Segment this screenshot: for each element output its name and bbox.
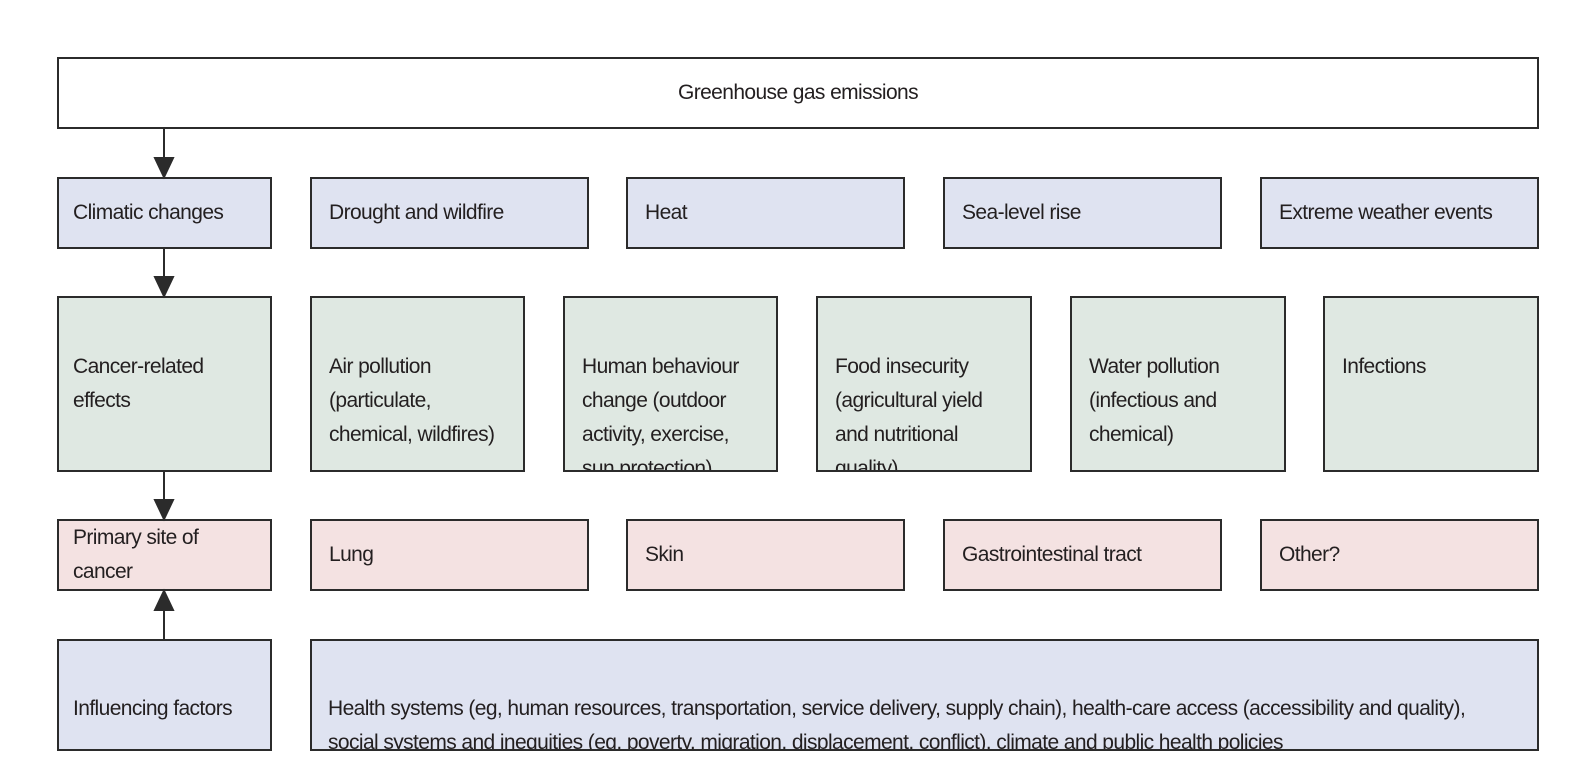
effect-item-water-pollution: Water pollution (infectious and chemical… — [1070, 296, 1286, 472]
site-item-label: Skin — [645, 543, 684, 566]
effect-item-infections: Infections — [1323, 296, 1539, 472]
site-item-other: Other? — [1260, 519, 1539, 591]
greenhouse-gas-emissions-box: Greenhouse gas emissions — [57, 57, 1539, 129]
cancer-related-effects-label-box: Cancer-related effects — [57, 296, 272, 472]
influencing-factors-label-box: Influencing factors — [57, 639, 272, 751]
greenhouse-gas-emissions-label: Greenhouse gas emissions — [677, 81, 919, 104]
climatic-item-label: Sea-level rise — [962, 201, 1081, 224]
site-item-label: Lung — [329, 543, 374, 566]
site-item-lung: Lung — [310, 519, 589, 591]
site-item-gastrointestinal-tract: Gastrointestinal tract — [943, 519, 1222, 591]
effect-item-label: Water pollution (infectious and chemical… — [1089, 355, 1220, 446]
arrow-influencing-to-sites-head — [153, 588, 175, 611]
cancer-related-effects-label: Cancer-related effects — [73, 355, 204, 412]
primary-site-label: Primary site of cancer — [73, 526, 199, 583]
site-item-label: Other? — [1279, 543, 1340, 566]
effect-item-air-pollution: Air pollution (particulate, chemical, wi… — [310, 296, 525, 472]
climatic-item-label: Extreme weather events — [1279, 201, 1493, 224]
effect-item-label: Food insecurity (agricultural yield and … — [835, 355, 983, 472]
site-item-label: Gastrointestinal tract — [962, 543, 1142, 566]
climatic-item-sea-level-rise: Sea-level rise — [943, 177, 1222, 249]
climatic-changes-label-box: Climatic changes — [57, 177, 272, 249]
site-item-skin: Skin — [626, 519, 905, 591]
primary-site-label-box: Primary site of cancer — [57, 519, 272, 591]
climatic-item-label: Drought and wildfire — [329, 201, 504, 224]
effect-item-label: Human behaviour change (outdoor activity… — [582, 355, 739, 472]
effect-item-label: Air pollution (particulate, chemical, wi… — [329, 355, 495, 446]
arrow-emissions-to-climatic-head — [153, 157, 175, 180]
climatic-changes-label: Climatic changes — [73, 201, 224, 224]
effect-item-label: Infections — [1342, 355, 1426, 378]
climatic-item-heat: Heat — [626, 177, 905, 249]
climatic-item-extreme-weather: Extreme weather events — [1260, 177, 1539, 249]
climatic-item-drought-wildfire: Drought and wildfire — [310, 177, 589, 249]
effect-item-human-behaviour: Human behaviour change (outdoor activity… — [563, 296, 778, 472]
influencing-factors-description-box: Health systems (eg, human resources, tra… — [310, 639, 1539, 751]
arrow-climatic-to-effects-head — [153, 276, 175, 299]
arrow-effects-to-sites-head — [153, 499, 175, 522]
effect-item-food-insecurity: Food insecurity (agricultural yield and … — [816, 296, 1032, 472]
influencing-factors-label: Influencing factors — [73, 697, 233, 720]
climatic-item-label: Heat — [645, 201, 688, 224]
influencing-factors-description: Health systems (eg, human resources, tra… — [328, 697, 1466, 751]
